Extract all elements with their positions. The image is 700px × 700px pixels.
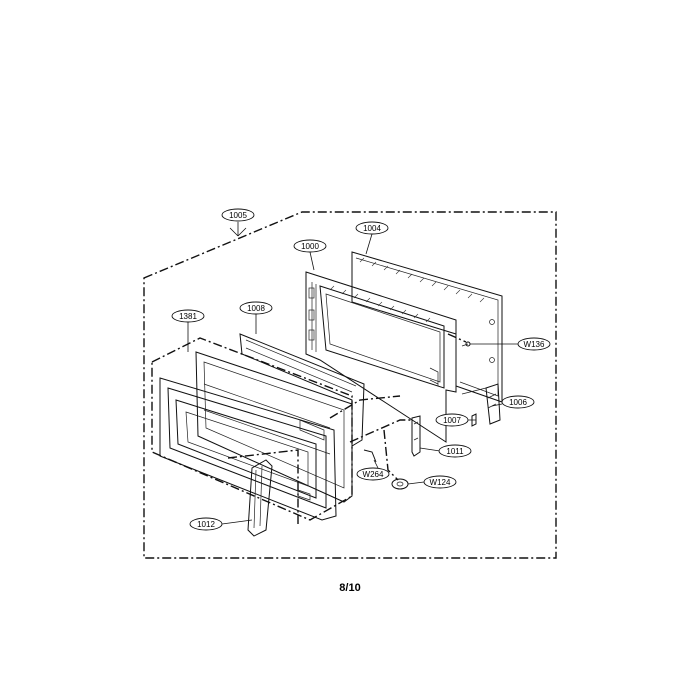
part-label-w264: W264	[356, 467, 390, 481]
part-label-1007: 1007	[435, 413, 469, 427]
svg-text:W264: W264	[363, 470, 384, 479]
door-assembly-1381	[151, 337, 353, 521]
part-label-w124: W124	[423, 475, 457, 489]
part-label-1005: 1005	[221, 208, 255, 222]
spring-1007	[471, 413, 477, 427]
door-handle-1012	[227, 449, 299, 537]
latch-1011	[411, 415, 421, 457]
svg-text:1008: 1008	[247, 304, 265, 313]
part-label-w136: W136	[517, 337, 551, 351]
svg-text:1004: 1004	[363, 224, 381, 233]
part-label-1381: 1381	[171, 309, 205, 323]
svg-text:1381: 1381	[179, 312, 197, 321]
svg-text:W136: W136	[524, 340, 545, 349]
svg-text:1012: 1012	[197, 520, 215, 529]
svg-text:1000: 1000	[301, 242, 319, 251]
screw-w136	[461, 341, 471, 347]
leader-lines	[187, 222, 518, 525]
door-frame-1000	[305, 271, 457, 443]
part-label-1006: 1006	[501, 395, 535, 409]
assembly-boundary	[143, 211, 557, 559]
back-plate-1004	[351, 251, 503, 403]
hinge-1006	[461, 383, 501, 425]
alignment-lines	[329, 333, 467, 481]
svg-text:1006: 1006	[509, 398, 527, 407]
part-label-1012: 1012	[189, 517, 223, 531]
part-label-1000: 1000	[293, 239, 327, 253]
svg-text:1005: 1005	[229, 211, 247, 220]
svg-text:1011: 1011	[446, 447, 464, 456]
svg-text:1007: 1007	[443, 416, 461, 425]
svg-text:W124: W124	[430, 478, 451, 487]
bolt-w264	[363, 449, 377, 463]
part-label-1011: 1011	[438, 444, 472, 458]
inner-door-panel	[195, 351, 353, 503]
part-label-1004: 1004	[355, 221, 389, 235]
page-number: 8/10	[339, 582, 361, 594]
washer-w124	[391, 478, 409, 490]
part-label-1008: 1008	[239, 301, 273, 315]
